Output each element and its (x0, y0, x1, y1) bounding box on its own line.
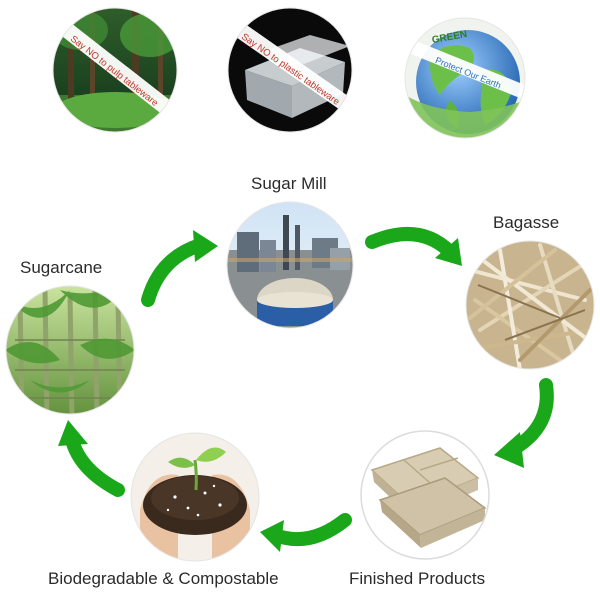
stage-label-sugar-mill: Sugar Mill (251, 174, 327, 193)
plastic-boxes-photo: Say NO to plastic tableware (227, 7, 353, 133)
bagasse-photo (465, 240, 595, 370)
arrow-bagasse-to-products (494, 378, 554, 468)
finished-trays-photo (360, 430, 490, 560)
sugar-mill-photo (226, 201, 354, 329)
cycle-arrows (58, 227, 554, 552)
stage-label-compostable: Biodegradable & Compostable (48, 569, 279, 588)
green-earth-photo: GREEN Protect Our Earth (404, 17, 526, 139)
arrow-sugarcane-to-mill (141, 230, 218, 307)
arrow-compost-to-sugarcane (58, 420, 125, 497)
soil-seedling-photo (130, 432, 260, 562)
stage-label-bagasse: Bagasse (493, 213, 560, 232)
arrow-mill-to-bagasse (365, 227, 462, 266)
sugarcane-photo (5, 285, 135, 415)
stage-label-sugarcane: Sugarcane (20, 258, 103, 277)
arrow-products-to-compost (260, 513, 352, 552)
stage-label-finished-products: Finished Products (349, 569, 486, 588)
forest-photo: Say NO to pulp tableware (52, 7, 178, 133)
